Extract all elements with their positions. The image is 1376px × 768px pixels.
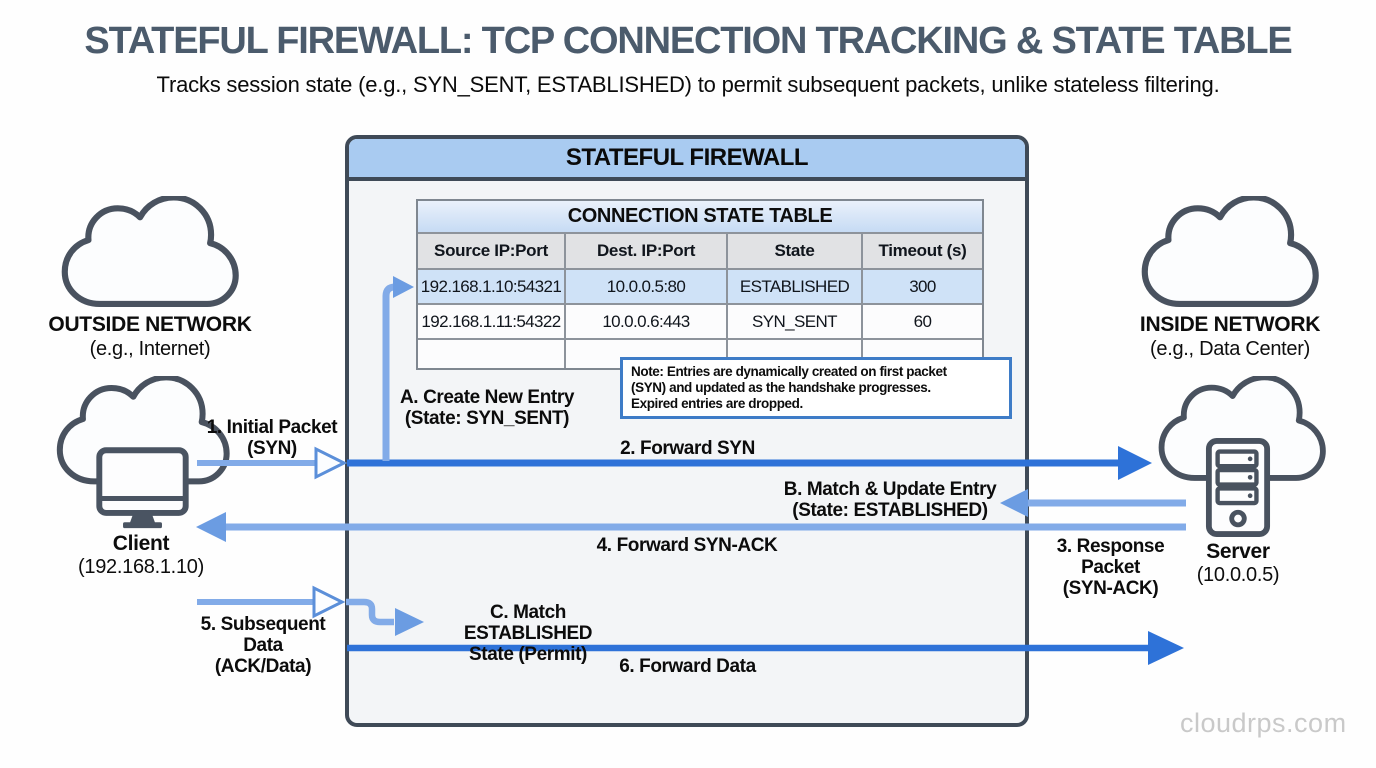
- table-cell-timeout: 300: [863, 270, 982, 305]
- flow-4-label: 4. Forward SYN-ACK: [596, 535, 778, 556]
- outside-network-cloud-icon: [61, 196, 239, 308]
- flow-2-label: 2. Forward SYN: [620, 438, 755, 459]
- server-cloud-icon: [1158, 376, 1326, 481]
- note-line: Expired entries are dropped.: [631, 396, 803, 411]
- note-line: (SYN) and updated as the handshake progr…: [631, 380, 931, 395]
- state-table-grid: Source IP:Port Dest. IP:Port State Timeo…: [418, 234, 982, 368]
- column-header-timeout: Timeout (s): [863, 234, 982, 270]
- column-header-state: State: [728, 234, 863, 270]
- flow-6-label: 6. Forward Data: [619, 656, 756, 677]
- flow-b-label: B. Match & Update Entry (State: ESTABLIS…: [783, 479, 997, 521]
- flow-1-label: 1. Initial Packet (SYN): [206, 417, 338, 459]
- client-label: Client: [112, 532, 170, 555]
- client-ip-label: (192.168.1.10): [78, 556, 204, 578]
- note-line: Note: Entries are dynamically created on…: [631, 364, 947, 379]
- inside-network-sublabel: (e.g., Data Center): [1150, 338, 1310, 360]
- inside-network-label: INSIDE NETWORK: [1139, 313, 1321, 336]
- inside-network-cloud-icon: [1141, 196, 1319, 308]
- flow-c-label: C. Match ESTABLISHED State (Permit): [463, 602, 593, 665]
- page-title: STATEFUL FIREWALL: TCP CONNECTION TRACKI…: [84, 20, 1292, 62]
- watermark: cloudrps.com: [1180, 708, 1347, 738]
- table-cell-source: 192.168.1.11:54322: [418, 305, 566, 340]
- server-ip-label: (10.0.0.5): [1196, 564, 1280, 586]
- flow-3-label: 3. Response Packet (SYN-ACK): [1056, 536, 1165, 599]
- note-box: Note: Entries are dynamically created on…: [620, 357, 1012, 419]
- column-header-source: Source IP:Port: [418, 234, 566, 270]
- column-header-dest: Dest. IP:Port: [566, 234, 728, 270]
- outside-network-label: OUTSIDE NETWORK: [48, 313, 252, 336]
- flow-5-label: 5. Subsequent Data (ACK/Data): [200, 614, 326, 677]
- firewall-title: STATEFUL FIREWALL: [565, 144, 809, 171]
- table-cell-dest: 10.0.0.6:443: [566, 305, 728, 340]
- connection-state-table: CONNECTION STATE TABLE Source IP:Port De…: [416, 199, 984, 370]
- outside-network-sublabel: (e.g., Internet): [89, 338, 211, 360]
- table-cell-dest: 10.0.0.5:80: [566, 270, 728, 305]
- server-tower-icon: [1205, 438, 1271, 537]
- table-cell-state: ESTABLISHED: [728, 270, 863, 305]
- state-table-title: CONNECTION STATE TABLE: [418, 201, 982, 234]
- arrow-subsequent-data: [197, 585, 346, 619]
- table-cell-source: 192.168.1.10:54321: [418, 270, 566, 305]
- table-cell-empty: [418, 340, 566, 368]
- firewall-header: STATEFUL FIREWALL: [349, 139, 1025, 181]
- table-cell-timeout: 60: [863, 305, 982, 340]
- flow-a-label: A. Create New Entry (State: SYN_SENT): [399, 387, 574, 429]
- page-subtitle: Tracks session state (e.g., SYN_SENT, ES…: [156, 72, 1220, 97]
- server-label: Server: [1206, 540, 1270, 563]
- client-monitor-icon: [96, 447, 189, 529]
- table-cell-state: SYN_SENT: [728, 305, 863, 340]
